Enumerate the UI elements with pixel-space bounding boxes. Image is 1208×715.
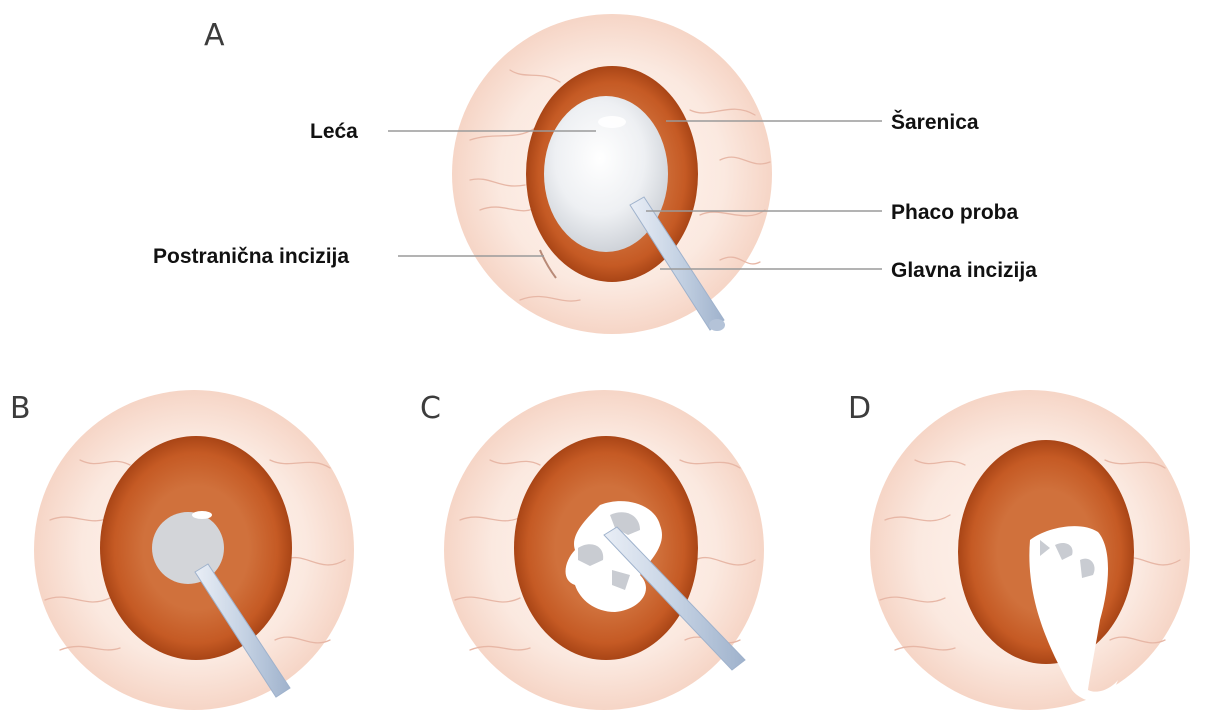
lens-highlight [598, 116, 626, 128]
label-phaco-probe: Phaco proba [891, 201, 1019, 224]
panel-letter-a: A [204, 18, 225, 53]
label-lens: Leća [310, 120, 358, 143]
label-side-incision: Postranična incizija [153, 245, 349, 268]
panel-d-eye [870, 390, 1190, 710]
panel-letter-d: D [848, 391, 871, 426]
label-iris: Šarenica [891, 110, 979, 134]
probe-end [709, 319, 725, 331]
panel-a-eye [452, 14, 772, 334]
panel-letter-c: C [420, 391, 441, 426]
label-main-incision: Glavna incizija [891, 259, 1037, 282]
lens-highlight [192, 511, 212, 519]
panel-b-eye [34, 390, 354, 710]
panel-letter-b: B [10, 391, 31, 426]
panel-c-eye [444, 390, 764, 710]
